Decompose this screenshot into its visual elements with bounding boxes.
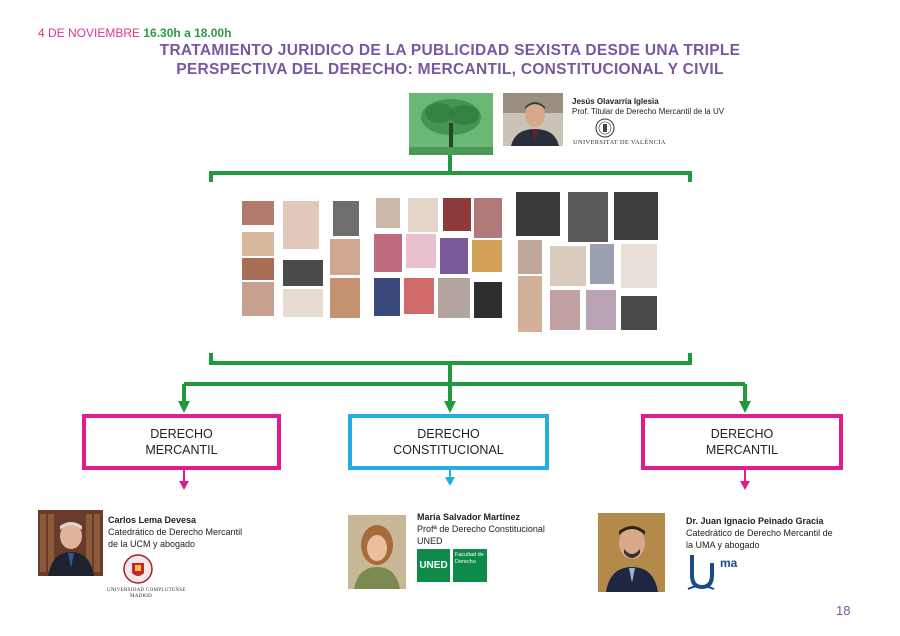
presenter-role: Prof. Titular de Derecho Mercantil de la… <box>572 107 725 116</box>
box-derecho-mercantil-left: DERECHO MERCANTIL <box>82 414 281 470</box>
box-center-line1: DERECHO <box>417 427 480 441</box>
box-derecho-mercantil-right: DERECHO MERCANTIL <box>641 414 843 470</box>
uv-seal-icon <box>595 118 615 143</box>
date-text: 4 DE NOVIEMBRE <box>38 26 141 40</box>
uv-logo-text: UNIVERSITAT DE VALÈNCIA <box>573 139 666 146</box>
box-left-line2: MERCANTIL <box>145 443 218 457</box>
box-right-line1: DERECHO <box>710 427 774 441</box>
ucm-logo-subtext: MADRID <box>130 594 153 599</box>
speaker-3-photo <box>598 513 665 592</box>
ucm-crest-icon <box>122 553 154 590</box>
speaker-3-role-line1: Catedrático de Derecho Mercantil de <box>686 528 833 538</box>
title-line-2: PERSPECTIVA DEL DERECHO: MERCANTIL, CONS… <box>176 61 724 78</box>
speaker-2-role-line2: UNED <box>417 536 443 546</box>
speaker-1-photo <box>38 510 103 576</box>
box-left-line1: DERECHO <box>150 427 213 441</box>
speaker-2-role-line1: Profª de Derecho Constitucional <box>417 524 545 534</box>
speaker-1-role-line1: Catedrático de Derecho Mercantil <box>108 527 243 537</box>
title-line-1: TRATAMIENTO JURIDICO DE LA PUBLICIDAD SE… <box>159 42 741 59</box>
uned-faculty-logo: Facultad de Derecho <box>453 549 487 582</box>
uma-logo-icon <box>686 553 716 596</box>
box-right-line2: MERCANTIL <box>705 443 779 457</box>
uma-logo-text: ma <box>720 556 738 570</box>
speaker-3-name: Dr. Juan Ignacio Peinado Gracia <box>686 516 824 526</box>
presenter-photo <box>503 93 563 146</box>
speaker-3-role-line2: la UMA y abogado <box>686 540 760 550</box>
speaker-1-role-line2: de la UCM y abogado <box>108 539 196 549</box>
speaker-2-name: María Salvador Martínez <box>417 512 521 522</box>
box-center-line2: CONSTITUCIONAL <box>393 443 504 457</box>
ad-collage <box>238 192 668 337</box>
speaker-1-name: Carlos Lema Devesa <box>108 515 197 525</box>
speaker-2-photo <box>348 515 406 589</box>
ucm-logo-text: UNIVERSIDAD COMPLUTENSE <box>107 588 186 593</box>
box-derecho-constitucional: DERECHO CONSTITUCIONAL <box>348 414 549 470</box>
presenter-name: Jesús Olavarría Iglesia <box>572 97 659 106</box>
date-time-line: 4 DE NOVIEMBRE 16.30h a 18.00h <box>38 26 231 40</box>
uned-logo: UNED <box>417 549 450 582</box>
time-text: 16.30h a 18.00h <box>143 26 232 40</box>
tree-image <box>409 93 493 155</box>
page-number: 18 <box>836 603 851 618</box>
